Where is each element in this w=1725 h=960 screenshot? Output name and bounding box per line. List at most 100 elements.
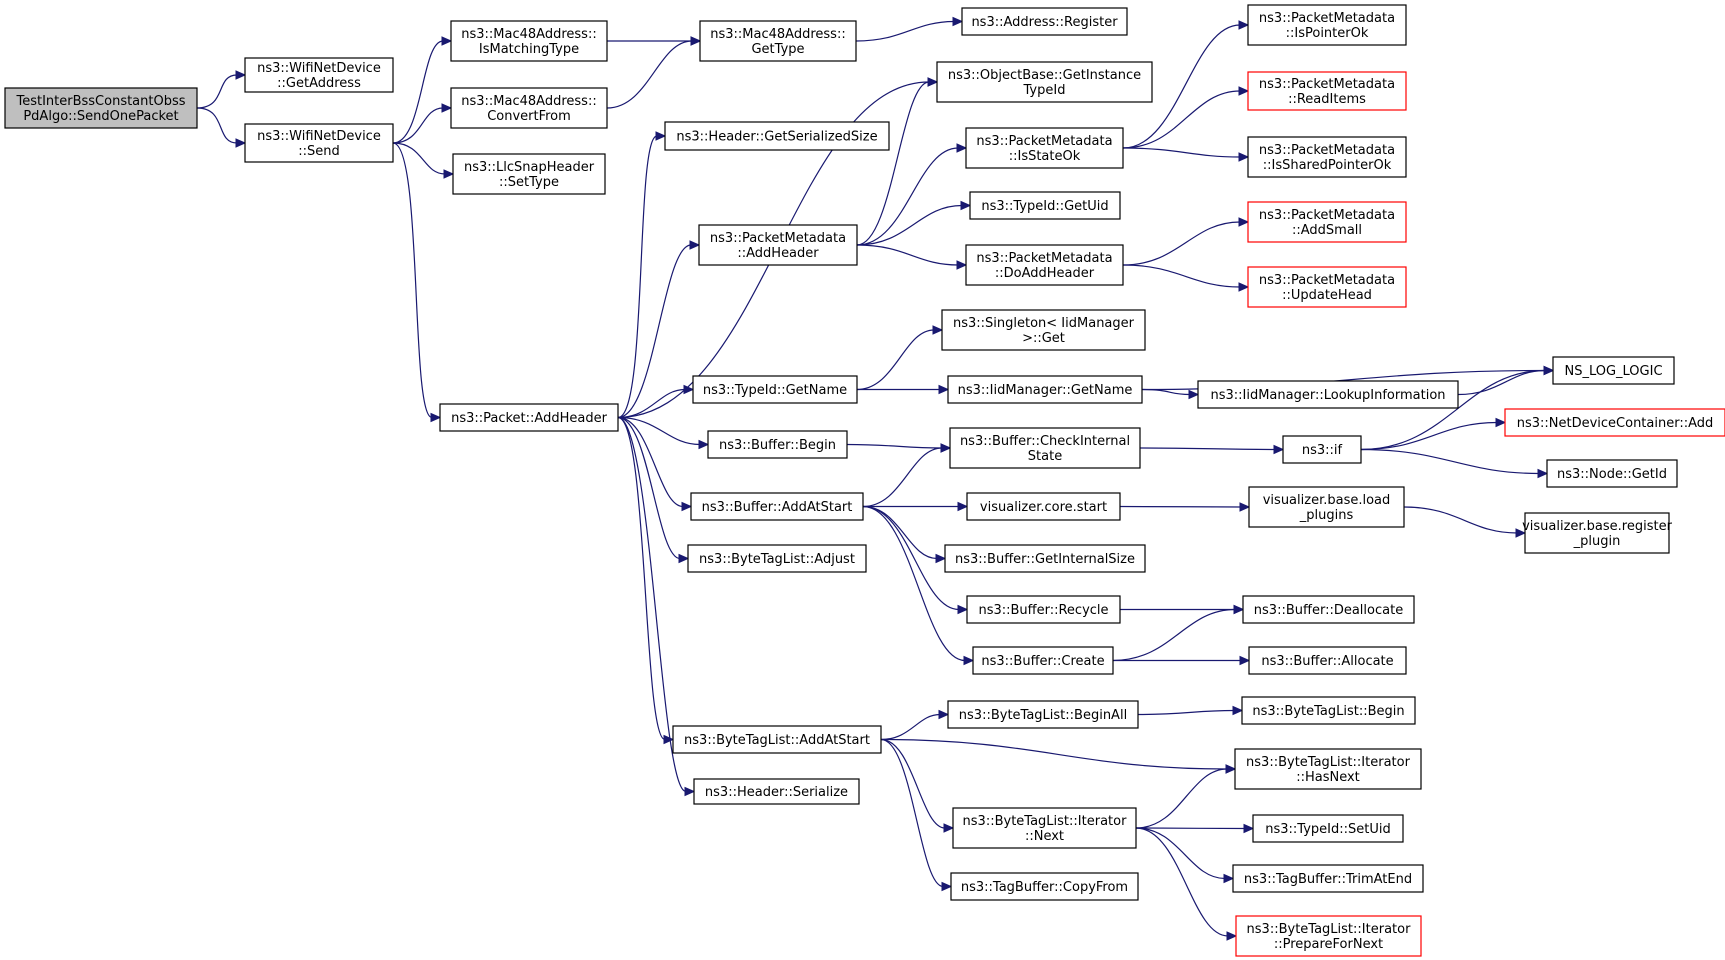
arrowhead xyxy=(1243,823,1255,834)
edge-line xyxy=(617,416,681,560)
node-addr-register[interactable]: ns3::Address::Register xyxy=(961,7,1128,36)
edge-n_pm_doadd-to-n_pm_addsmall xyxy=(1122,217,1250,266)
node-buf-create[interactable]: ns3::Buffer::Create xyxy=(972,646,1114,675)
node-buf-begin[interactable]: ns3::Buffer::Begin xyxy=(707,430,848,459)
edge-n_pm_addheader-to-n_typeid_getuid xyxy=(856,200,972,246)
edge-line xyxy=(617,416,666,741)
node-buf-getsize[interactable]: ns3::Buffer::GetInternalSize xyxy=(944,544,1146,573)
arrowhead xyxy=(938,384,950,395)
node-label: ::HasNext xyxy=(1296,770,1360,785)
node-buf-dealloc[interactable]: ns3::Buffer::Deallocate xyxy=(1242,595,1415,624)
node-box xyxy=(690,492,864,521)
node-label: ns3::Singleton< IidManager xyxy=(953,316,1135,331)
node-hdr-serialize[interactable]: ns3::Header::Serialize xyxy=(693,778,860,805)
node-label: ns3::Buffer::CheckInternal xyxy=(960,434,1130,449)
arrowhead xyxy=(235,70,247,80)
arrowhead xyxy=(943,823,955,833)
node-pm-isshared[interactable]: ns3::PacketMetadata::IsSharedPointerOk xyxy=(1247,136,1407,178)
arrowhead xyxy=(1273,444,1285,455)
node-label: ns3::ByteTagList::Iterator xyxy=(1247,922,1412,937)
node-mac-ismatch[interactable]: ns3::Mac48Address::IsMatchingType xyxy=(450,20,608,62)
edge-n_typeid_getname-to-n_iid_getname xyxy=(857,384,950,395)
arrowhead xyxy=(956,143,968,153)
node-singleton[interactable]: ns3::Singleton< IidManager >::Get xyxy=(941,309,1146,351)
node-vis-load[interactable]: visualizer.base.load_plugins xyxy=(1248,486,1405,528)
edge-n_pm_isstateok-to-n_pm_ispointer xyxy=(1122,20,1250,149)
node-pm-isstateok[interactable]: ns3::PacketMetadata::IsStateOk xyxy=(965,127,1124,169)
node-if[interactable]: ns3::if xyxy=(1282,435,1362,464)
edge-n_pm_addheader-to-n_pm_doadd xyxy=(856,244,968,270)
node-wifi-send[interactable]: ns3::WifiNetDevice::Send xyxy=(244,123,394,163)
node-llc-settype[interactable]: ns3::LlcSnapHeader::SetType xyxy=(452,153,606,195)
node-typeid-getuid[interactable]: ns3::TypeId::GetUid xyxy=(969,191,1121,220)
node-nslog[interactable]: NS_LOG_LOGIC xyxy=(1552,356,1675,385)
node-node-getid[interactable]: ns3::Node::GetId xyxy=(1546,459,1678,488)
node-label: ::AddHeader xyxy=(737,246,819,261)
node-btl-next[interactable]: ns3::ByteTagList::Iterator::Next xyxy=(952,807,1137,849)
edge-n_if-to-n_netdev_add xyxy=(1360,417,1507,451)
node-box xyxy=(244,123,394,163)
node-box xyxy=(1242,595,1415,624)
arrowhead xyxy=(1223,873,1235,884)
node-btl-begin[interactable]: ns3::ByteTagList::Begin xyxy=(1241,696,1416,725)
node-hdr-size[interactable]: ns3::Header::GetSerializedSize xyxy=(664,121,890,151)
arrowhead xyxy=(960,200,972,211)
node-btl-adjust[interactable]: ns3::ByteTagList::Adjust xyxy=(687,544,867,573)
node-box xyxy=(965,127,1124,169)
node-pm-doadd[interactable]: ns3::PacketMetadata::DoAddHeader xyxy=(965,244,1124,286)
node-btl-addatstart[interactable]: ns3::ByteTagList::AddAtStart xyxy=(672,725,882,754)
node-vis-start[interactable]: visualizer.core.start xyxy=(966,492,1121,521)
node-box xyxy=(687,544,867,573)
node-packet-addheader[interactable]: ns3::Packet::AddHeader xyxy=(439,403,619,432)
node-btl-prepare[interactable]: ns3::ByteTagList::Iterator::PrepareForNe… xyxy=(1235,915,1422,957)
edge-n_buf_addatstart-to-n_buf_create xyxy=(862,505,975,666)
edge-n_packet_addheader-to-n_hdr_size xyxy=(617,131,667,419)
edge-line xyxy=(1122,90,1241,149)
edge-n_packet_addheader-to-n_btl_addatstart xyxy=(617,416,675,745)
node-label: ns3::TagBuffer::CopyFrom xyxy=(961,880,1128,895)
node-pm-addheader[interactable]: ns3::PacketMetadata::AddHeader xyxy=(698,224,858,266)
arrowhead xyxy=(957,604,969,615)
edge-n_packet_addheader-to-n_typeid_getname xyxy=(617,384,695,419)
node-buf-alloc[interactable]: ns3::Buffer::Allocate xyxy=(1248,646,1407,675)
node-iid-lookup[interactable]: ns3::IidManager::LookupInformation xyxy=(1197,380,1459,409)
node-pm-updatehead[interactable]: ns3::PacketMetadata::UpdateHead xyxy=(1247,266,1407,308)
arrowhead xyxy=(956,260,968,270)
arrowhead xyxy=(932,325,944,335)
node-typeid-setuid[interactable]: ns3::TypeId::SetUid xyxy=(1252,814,1404,843)
arrowhead xyxy=(678,553,690,564)
node-netdev-add[interactable]: ns3::NetDeviceContainer::Add xyxy=(1504,408,1725,437)
node-box xyxy=(664,121,890,151)
node-root[interactable]: TestInterBssConstantObssPdAlgo::SendOneP… xyxy=(4,87,198,129)
node-mac-gettype[interactable]: ns3::Mac48Address::GetType xyxy=(699,20,857,62)
node-typeid-getname[interactable]: ns3::TypeId::GetName xyxy=(692,375,858,404)
arrowhead xyxy=(690,36,702,46)
node-box xyxy=(452,153,606,195)
node-label: ::AddSmall xyxy=(1292,223,1362,238)
node-pm-addsmall[interactable]: ns3::PacketMetadata::AddSmall xyxy=(1247,201,1407,243)
node-mac-convert[interactable]: ns3::Mac48Address::ConvertFrom xyxy=(450,87,608,129)
node-tagbuf-trim[interactable]: ns3::TagBuffer::TrimAtEnd xyxy=(1232,864,1424,893)
edge-line xyxy=(862,505,960,611)
node-vis-register[interactable]: visualizer.base.register_plugin xyxy=(1522,512,1673,554)
node-box xyxy=(1197,380,1459,409)
node-box xyxy=(699,20,857,62)
node-btl-beginall[interactable]: ns3::ByteTagList::BeginAll xyxy=(947,700,1139,729)
node-label: ns3::ByteTagList::BeginAll xyxy=(959,708,1127,723)
edge-line xyxy=(392,142,433,419)
node-pm-ispointer[interactable]: ns3::PacketMetadata::IsPointerOk xyxy=(1247,4,1407,46)
node-buf-recycle[interactable]: ns3::Buffer::Recycle xyxy=(966,595,1121,624)
node-box xyxy=(698,224,858,266)
node-tagbuf-copy[interactable]: ns3::TagBuffer::CopyFrom xyxy=(950,872,1139,901)
node-label: ns3::WifiNetDevice xyxy=(257,61,381,76)
node-iid-getname[interactable]: ns3::IidManager::GetName xyxy=(947,375,1143,404)
edge-n_packet_addheader-to-n_btl_adjust xyxy=(617,416,690,564)
node-wifi-getaddr[interactable]: ns3::WifiNetDevice::GetAddress xyxy=(244,57,394,93)
node-pm-readitems[interactable]: ns3::PacketMetadata::ReadItems xyxy=(1247,71,1407,111)
node-box xyxy=(965,244,1124,286)
node-buf-addatstart[interactable]: ns3::Buffer::AddAtStart xyxy=(690,492,864,521)
node-btl-hasnext[interactable]: ns3::ByteTagList::Iterator::HasNext xyxy=(1234,748,1422,790)
node-label: ::ReadItems xyxy=(1288,92,1366,107)
